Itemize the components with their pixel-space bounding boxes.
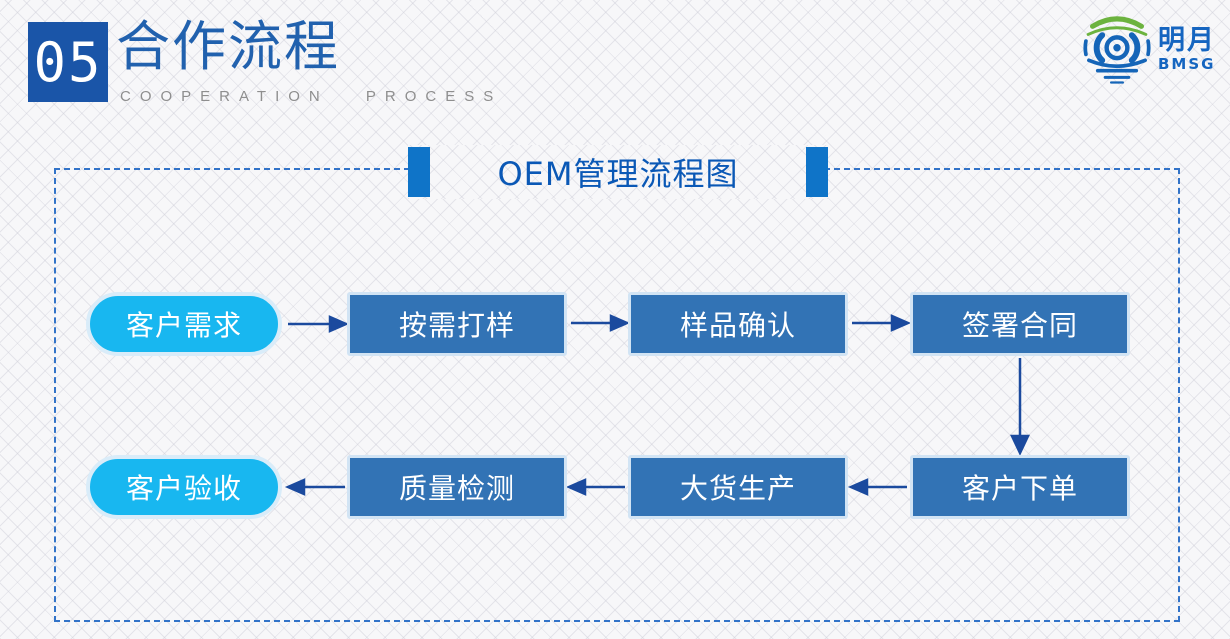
company-logo: 明月 BMSG xyxy=(1080,8,1216,90)
title-left-bar xyxy=(408,147,430,197)
flow-node-label: 质量检测 xyxy=(398,472,515,505)
logo-name-cn: 明月 xyxy=(1158,24,1216,56)
logo-name-en: BMSG xyxy=(1158,54,1216,73)
flow-node-label: 客户下单 xyxy=(961,472,1078,505)
bmsg-logo-icon xyxy=(1080,8,1154,90)
flow-node-quality-check: 质量检测 xyxy=(347,455,567,519)
diagram-title-band: OEM管理流程图 xyxy=(408,145,828,199)
flow-node-mass-production: 大货生产 xyxy=(628,455,848,519)
flow-node-customer-order: 客户下单 xyxy=(910,455,1130,519)
flow-node-label: 大货生产 xyxy=(679,472,796,505)
flow-node-sign-contract: 签署合同 xyxy=(910,292,1130,356)
flow-node-label: 样品确认 xyxy=(679,309,796,342)
flow-node-label: 客户需求 xyxy=(125,309,242,342)
flow-node-label: 客户验收 xyxy=(125,472,242,505)
section-number: 05 xyxy=(33,30,103,94)
flow-node-sample-on-demand: 按需打样 xyxy=(347,292,567,356)
page-subtitle: COOPERATION PROCESS xyxy=(120,88,503,105)
section-number-badge: 05 xyxy=(28,22,108,102)
diagram-title: OEM管理流程图 xyxy=(497,155,739,193)
flow-node-customer-accept: 客户验收 xyxy=(86,455,282,519)
page-title: 合作流程 xyxy=(116,15,340,78)
title-right-bar xyxy=(806,147,828,197)
diagram-dashed-frame xyxy=(54,168,1180,622)
flow-node-label: 按需打样 xyxy=(398,309,515,342)
flow-node-label: 签署合同 xyxy=(961,309,1078,342)
flow-node-customer-demand: 客户需求 xyxy=(86,292,282,356)
flow-node-sample-confirm: 样品确认 xyxy=(628,292,848,356)
